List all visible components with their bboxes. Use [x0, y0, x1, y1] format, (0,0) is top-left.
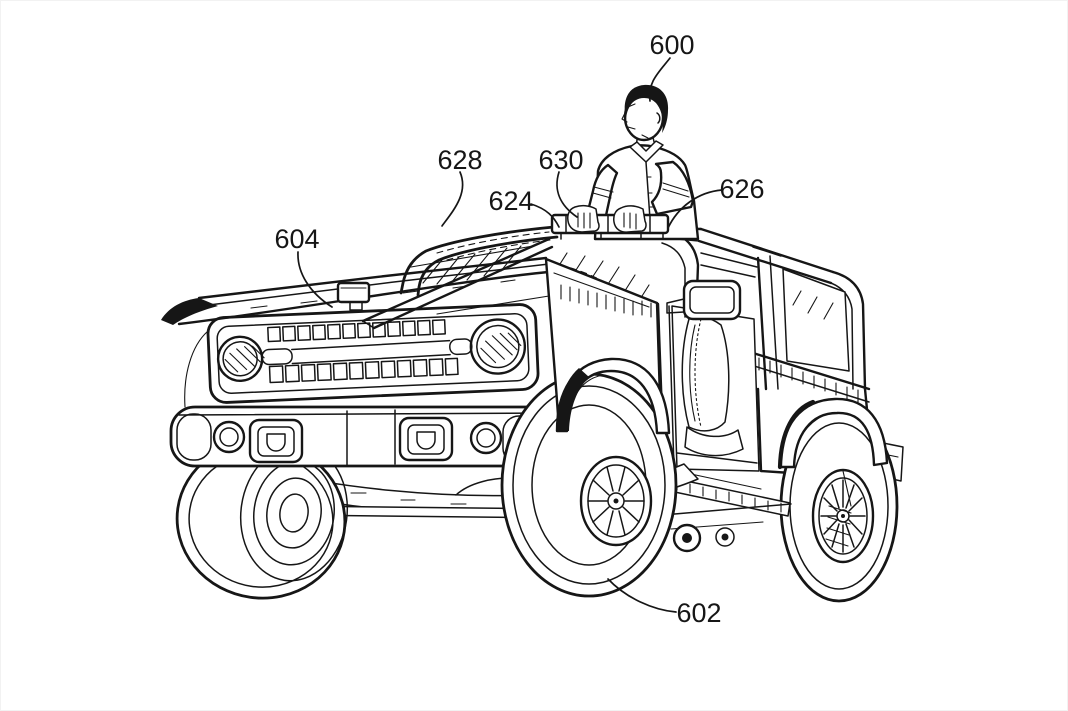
side-mirror: [666, 279, 742, 321]
fog-light-left: [212, 420, 246, 454]
underbody: [662, 470, 852, 553]
leader-624: [530, 203, 560, 228]
front-right-wheel: [500, 372, 678, 598]
rear-wheel: [779, 409, 899, 603]
coil-spring: [825, 505, 852, 547]
ref-label-628: 628: [437, 145, 482, 175]
ref-label-624: 624: [488, 186, 533, 216]
grille-slots: [267, 319, 459, 384]
seat: [681, 316, 744, 457]
ref-label-626: 626: [719, 174, 764, 204]
ref-label-630: 630: [538, 145, 583, 175]
ref-label-604: 604: [274, 224, 319, 254]
front-fender: [544, 257, 671, 435]
front-wheel-spokes: [587, 466, 645, 536]
reference-labels: 600 628 630 624 626 604 602: [274, 30, 764, 628]
windshield-hatch: [422, 245, 522, 285]
leader-604: [297, 251, 333, 308]
tow-hook-left: [248, 418, 304, 464]
person-right-arm: [650, 160, 695, 216]
ref-label-600: 600: [649, 30, 694, 60]
leader-600: [648, 57, 671, 102]
sport-bar: [399, 225, 703, 297]
grab-handle: [550, 204, 670, 240]
fender-ticks: [560, 284, 652, 318]
person-head: [621, 84, 669, 142]
fog-light-right: [469, 421, 503, 455]
grille: [206, 303, 540, 404]
leader-630: [556, 171, 578, 218]
hood-sensor: [336, 281, 371, 311]
rear-fender-flare: [777, 397, 889, 470]
person-left-hand: [567, 204, 600, 233]
leader-626: [667, 189, 723, 229]
rear-wheel-spokes: [820, 479, 866, 553]
leader-628: [441, 171, 464, 227]
headlight-right: [469, 318, 527, 375]
ref-label-602: 602: [676, 598, 721, 628]
person-right-hand: [613, 205, 647, 233]
door-opening: [669, 305, 791, 517]
person-hair: [624, 84, 669, 133]
tow-hook-right: [398, 416, 454, 462]
windshield: [361, 237, 650, 330]
leader-602: [607, 578, 677, 613]
